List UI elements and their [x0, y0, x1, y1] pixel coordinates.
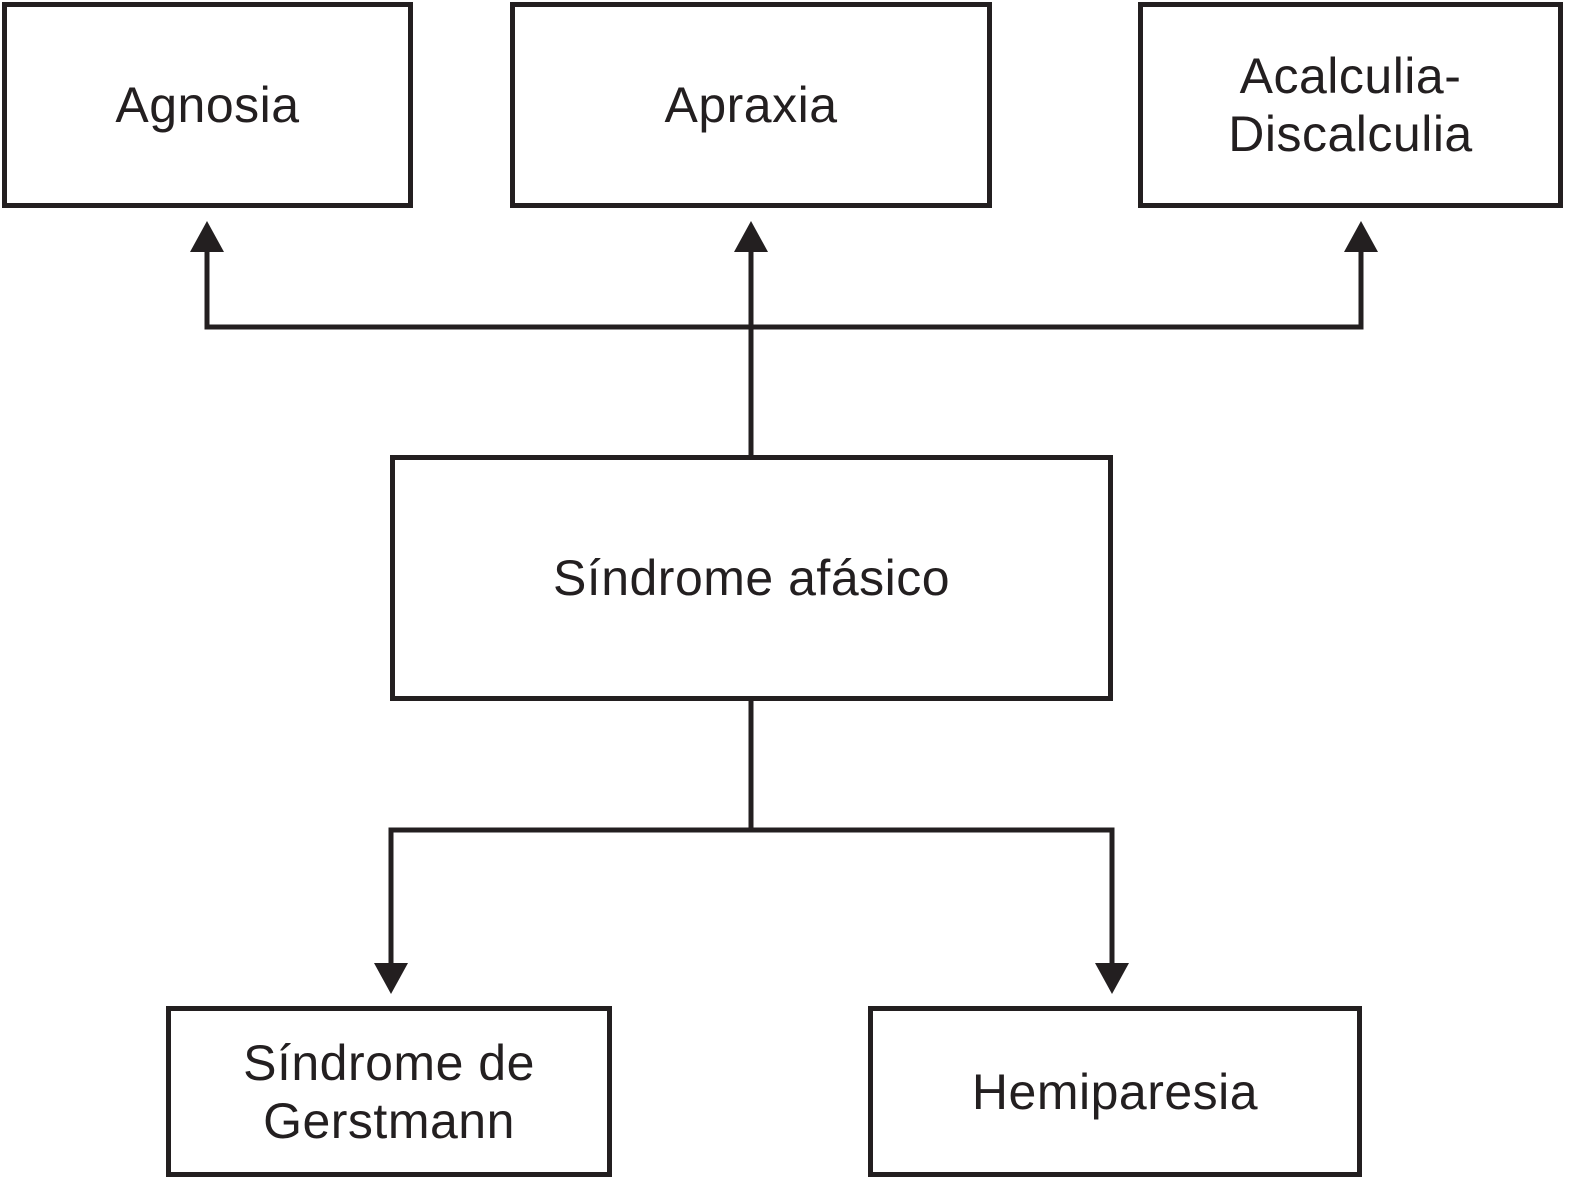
node-agnosia-label: Agnosia	[115, 77, 300, 133]
node-apraxia-label: Apraxia	[664, 77, 838, 133]
node-sindrome-de-gerstmann: Síndrome de Gerstmann	[166, 1006, 612, 1177]
arrowhead-down-gerstmann	[374, 963, 408, 994]
node-acalculia-discalculia: Acalculia-Discalculia	[1138, 2, 1563, 208]
node-apraxia: Apraxia	[510, 2, 992, 208]
node-hemiparesia-label: Hemiparesia	[971, 1063, 1259, 1120]
arrowhead-down-hemiparesia	[1095, 963, 1129, 994]
arrowhead-up-acalculia	[1344, 221, 1378, 252]
node-sindrome-de-gerstmann-label: Síndrome de Gerstmann	[243, 1034, 535, 1149]
arrowhead-up-apraxia	[734, 221, 768, 252]
node-acalculia-discalculia-label: Acalculia-Discalculia	[1228, 48, 1473, 162]
arrowhead-up-agnosia	[190, 221, 224, 252]
node-hemiparesia: Hemiparesia	[868, 1006, 1362, 1177]
connector-bottom-rail	[388, 827, 1115, 963]
node-sindrome-afasico: Síndrome afásico	[390, 455, 1113, 701]
node-agnosia: Agnosia	[2, 2, 413, 208]
connector-top-rail	[204, 252, 1364, 330]
node-sindrome-afasico-label: Síndrome afásico	[552, 550, 951, 606]
